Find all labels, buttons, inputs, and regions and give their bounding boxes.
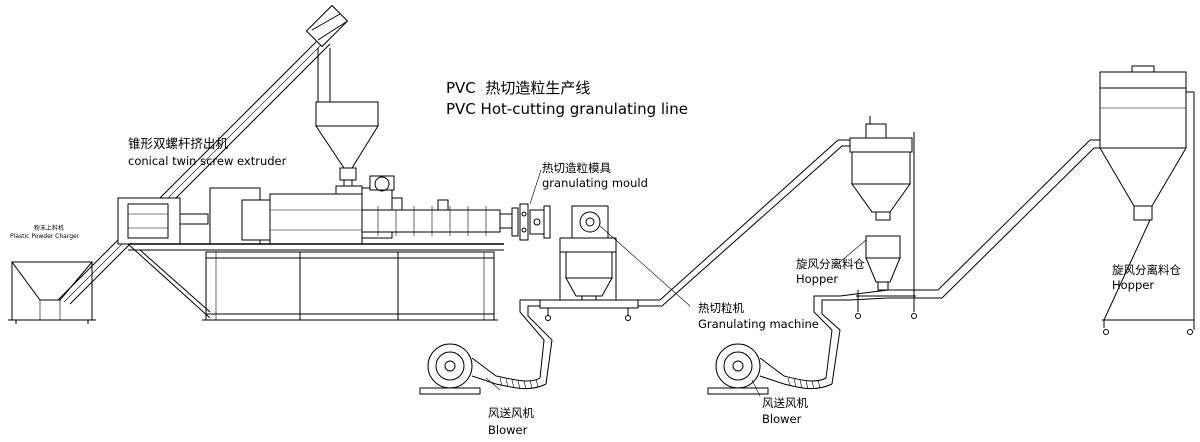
- charger-label-en: Plastic Powder Charger: [10, 233, 80, 240]
- blower-1: [419, 299, 553, 395]
- hopper-1: [849, 116, 917, 319]
- air-duct-1: [638, 139, 850, 307]
- granulating-machine: [539, 205, 639, 321]
- blower-2: [707, 289, 889, 395]
- title-cn-text: 热切造粒生产线: [485, 79, 591, 97]
- charger-label-cn: 粉末上料机: [34, 225, 65, 232]
- hopper-2-label-en: Hopper: [1112, 278, 1155, 292]
- title-cn-prefix: PVC: [446, 79, 476, 97]
- extruder: [117, 175, 515, 245]
- blower-2-label-cn: 风送风机: [762, 396, 808, 410]
- hopper-2-label-cn: 旋风分离料仓: [1112, 263, 1181, 277]
- air-duct-2: [888, 139, 1104, 299]
- mould-label-cn: 热切造粒模具: [542, 161, 611, 175]
- powder-charger: [8, 261, 96, 324]
- extruder-feed-hopper: [315, 101, 379, 197]
- granulating-mould: [511, 203, 551, 241]
- blower-2-label-en: Blower: [762, 412, 802, 426]
- blower-1-label-en: Blower: [488, 423, 528, 437]
- title-cn: PVC 热切造粒生产线: [446, 80, 590, 97]
- hopper-2: [1099, 65, 1195, 335]
- extruder-label-en: conical twin screw extruder: [128, 154, 287, 168]
- hopper-1-label-en: Hopper: [796, 272, 839, 286]
- blower-1-label-cn: 风送风机: [488, 406, 534, 420]
- leader-lines: [485, 169, 867, 397]
- extruder-base-frame: [127, 243, 504, 321]
- screw-conveyor: [57, 4, 349, 305]
- mould-label-en: granulating mould: [542, 176, 648, 190]
- granulator-label-cn: 热切粒机: [698, 301, 744, 315]
- hopper-1-label-cn: 旋风分离料仓: [796, 257, 865, 271]
- granulator-label-en: Granulating machine: [698, 317, 819, 331]
- extruder-label-cn: 锥形双螺杆挤出机: [128, 136, 229, 151]
- title-en: PVC Hot-cutting granulating line: [446, 100, 688, 118]
